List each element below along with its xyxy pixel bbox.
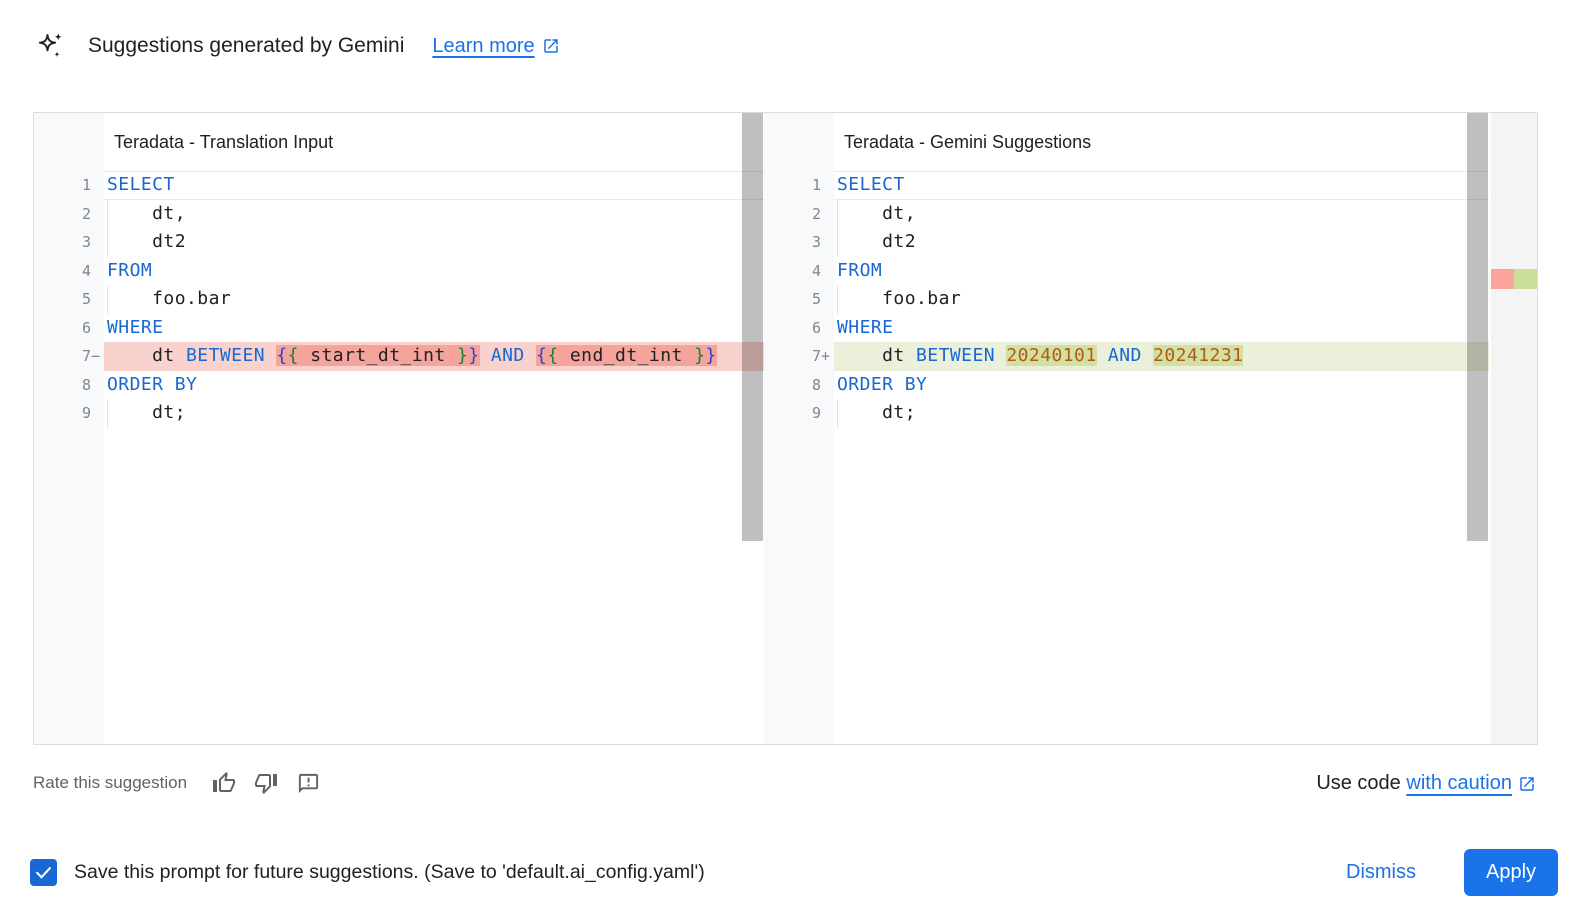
code-line-9: 9 dt; bbox=[764, 399, 1489, 428]
open-in-new-icon bbox=[543, 39, 558, 53]
line-number-gutter bbox=[764, 113, 834, 744]
code-text[interactable]: FROM bbox=[107, 259, 153, 281]
thumb-down-icon bbox=[255, 774, 278, 794]
line-number: 4 bbox=[811, 261, 821, 280]
code-line-5: 5 foo.bar bbox=[764, 285, 1489, 314]
line-number: 2 bbox=[811, 204, 821, 223]
line-number: 6 bbox=[811, 318, 821, 337]
code-line-6: 6 WHERE bbox=[764, 314, 1489, 343]
code-text[interactable]: WHERE bbox=[837, 316, 894, 338]
line-number: 3 bbox=[81, 233, 91, 251]
check-icon bbox=[35, 866, 52, 879]
code-line-1: 1 SELECT bbox=[764, 171, 1489, 200]
line-number: 5 bbox=[811, 290, 821, 308]
line-number: 8 bbox=[81, 375, 91, 394]
dismiss-button[interactable]: Dismiss bbox=[1336, 855, 1426, 890]
code-line-4: 4 FROM bbox=[764, 257, 1489, 286]
line-number-gutter bbox=[34, 113, 104, 744]
diff-overview-ruler[interactable] bbox=[1489, 113, 1537, 744]
code-text[interactable]: foo.bar bbox=[104, 285, 764, 314]
code-text[interactable]: ORDER BY bbox=[837, 373, 928, 395]
code-text[interactable]: SELECT bbox=[834, 171, 1489, 200]
code-line-2: 2 dt, bbox=[34, 199, 764, 229]
vertical-scrollbar-thumb[interactable] bbox=[1467, 113, 1488, 541]
line-number: 1 bbox=[811, 176, 821, 194]
line-number: 9 bbox=[811, 404, 821, 422]
code-text[interactable]: SELECT bbox=[104, 171, 764, 200]
gemini-suggestions-title: Teradata - Gemini Suggestions bbox=[844, 131, 1092, 152]
code-line-2: 2 dt, bbox=[764, 199, 1489, 229]
code-line-8: 8 ORDER BY bbox=[764, 371, 1489, 400]
line-number: 7+ bbox=[764, 342, 834, 371]
thumb-up-icon bbox=[213, 772, 236, 792]
code-text[interactable]: dt2 bbox=[104, 228, 764, 257]
code-text[interactable]: dt2 bbox=[834, 228, 1489, 257]
rate-suggestion-row: Rate this suggestion bbox=[33, 770, 321, 796]
code-text[interactable]: dt, bbox=[104, 199, 764, 229]
code-line-3: 3 dt2 bbox=[764, 228, 1489, 257]
save-prompt-checkbox[interactable] bbox=[30, 859, 57, 886]
diff-sign: − bbox=[91, 347, 101, 365]
suggestions-header: Suggestions generated by Gemini Learn mo… bbox=[38, 31, 560, 61]
code-text[interactable]: FROM bbox=[837, 259, 883, 281]
with-caution-link[interactable]: with caution bbox=[1406, 772, 1536, 795]
added-marker bbox=[1514, 269, 1537, 289]
page-title: Suggestions generated by Gemini bbox=[88, 34, 405, 57]
line-number: 2 bbox=[81, 204, 91, 223]
code-line-6: 6 WHERE bbox=[34, 314, 764, 343]
line-number: 4 bbox=[81, 261, 91, 280]
rate-suggestion-label: Rate this suggestion bbox=[33, 773, 188, 792]
use-code-notice: Use code with caution bbox=[1316, 772, 1536, 795]
vertical-scrollbar-thumb[interactable] bbox=[742, 113, 763, 541]
thumb-down-button[interactable] bbox=[253, 770, 279, 796]
save-prompt-label: Save this prompt for future suggestions.… bbox=[74, 861, 705, 883]
code-line-7: 7− dt BETWEEN {{ start_dt_int }} AND {{ … bbox=[34, 342, 764, 371]
code-line-4: 4 FROM bbox=[34, 257, 764, 286]
send-feedback-button[interactable] bbox=[295, 770, 321, 796]
line-number: 1 bbox=[81, 176, 91, 194]
use-code-text: Use code bbox=[1316, 772, 1407, 794]
learn-more-link[interactable]: Learn more bbox=[432, 35, 559, 58]
diff-sign: + bbox=[821, 347, 831, 365]
code-text[interactable]: WHERE bbox=[107, 316, 164, 338]
removed-marker bbox=[1491, 269, 1514, 289]
apply-button[interactable]: Apply bbox=[1464, 849, 1558, 896]
diff-change-marker bbox=[1491, 269, 1537, 289]
code-line-7: 7+ dt BETWEEN 20240101 AND 20241231 bbox=[764, 342, 1489, 371]
gemini-sparkle-icon bbox=[38, 33, 62, 58]
thumb-up-button[interactable] bbox=[211, 770, 237, 796]
code-line-3: 3 dt2 bbox=[34, 228, 764, 257]
code-text[interactable]: dt; bbox=[834, 399, 1489, 428]
line-number: 7− bbox=[34, 342, 104, 371]
code-line-9: 9 dt; bbox=[34, 399, 764, 428]
line-number: 3 bbox=[811, 233, 821, 251]
line-number: 5 bbox=[81, 290, 91, 308]
line-number: 8 bbox=[811, 375, 821, 394]
feedback-icon bbox=[298, 773, 318, 793]
code-text[interactable]: dt BETWEEN 20240101 AND 20241231 bbox=[834, 342, 1489, 371]
translation-input-title: Teradata - Translation Input bbox=[114, 131, 334, 152]
code-line-1: 1 SELECT bbox=[34, 171, 764, 200]
code-line-5: 5 foo.bar bbox=[34, 285, 764, 314]
bottom-action-bar: Save this prompt for future suggestions.… bbox=[30, 849, 1558, 896]
code-text[interactable]: dt; bbox=[104, 399, 764, 428]
line-number: 9 bbox=[81, 404, 91, 422]
code-text[interactable]: dt BETWEEN {{ start_dt_int }} AND {{ end… bbox=[104, 342, 764, 371]
line-number: 6 bbox=[81, 318, 91, 337]
code-text[interactable]: dt, bbox=[834, 199, 1489, 229]
code-line-8: 8 ORDER BY bbox=[34, 371, 764, 400]
code-text[interactable]: foo.bar bbox=[834, 285, 1489, 314]
open-in-new-icon bbox=[1520, 776, 1534, 791]
code-text[interactable]: ORDER BY bbox=[107, 373, 198, 395]
